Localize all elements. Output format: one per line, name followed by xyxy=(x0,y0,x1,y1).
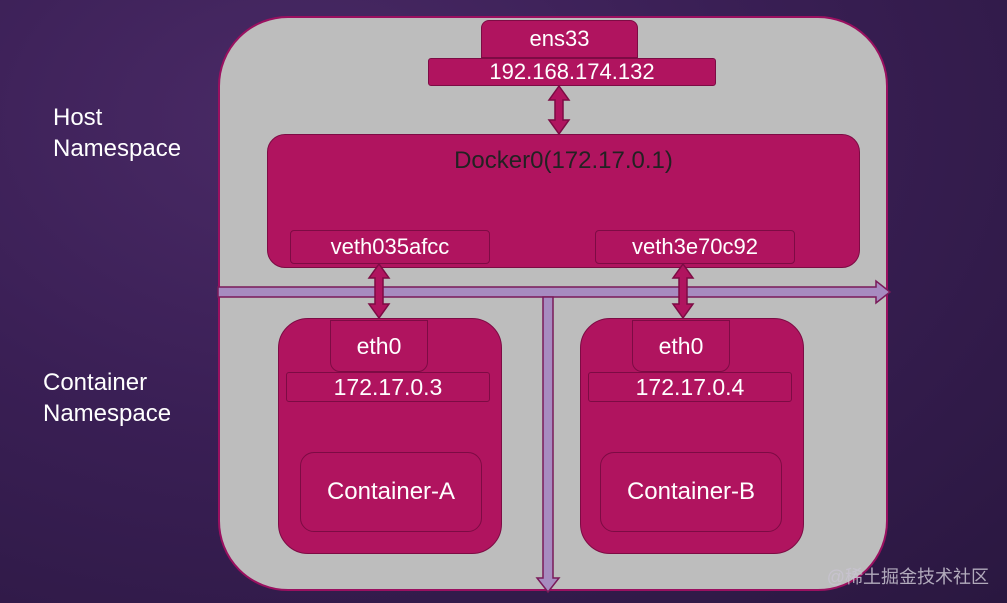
container-b-eth0: eth0 xyxy=(632,320,730,372)
container-namespace-label: Container Namespace xyxy=(43,367,171,429)
ens33-ip-address: 192.168.174.132 xyxy=(428,58,716,86)
host-namespace-label-line1: Host xyxy=(53,104,103,131)
container-namespace-label-line2: Namespace xyxy=(43,400,172,427)
ens33-interface: ens33 xyxy=(481,20,638,58)
horizontal-network-arrow xyxy=(217,279,892,305)
ens33-docker0-link-arrow xyxy=(547,84,571,136)
veth-right: veth3e70c92 xyxy=(595,230,795,264)
vertical-network-arrow xyxy=(535,296,561,594)
host-namespace-label: Host Namespace xyxy=(53,102,181,164)
docker0-bridge-title: Docker0(172.17.0.1) xyxy=(454,147,673,174)
watermark: @稀土掘金技术社区 xyxy=(826,567,989,587)
container-namespace-label-line1: Container xyxy=(43,369,148,396)
container-a: Container-A xyxy=(300,452,482,532)
host-namespace-label-line2: Namespace xyxy=(53,135,182,162)
container-a-eth0: eth0 xyxy=(330,320,428,372)
veth-left: veth035afcc xyxy=(290,230,490,264)
container-b-ip-address: 172.17.0.4 xyxy=(588,372,792,402)
container-b: Container-B xyxy=(600,452,782,532)
container-a-ip-address: 172.17.0.3 xyxy=(286,372,490,402)
